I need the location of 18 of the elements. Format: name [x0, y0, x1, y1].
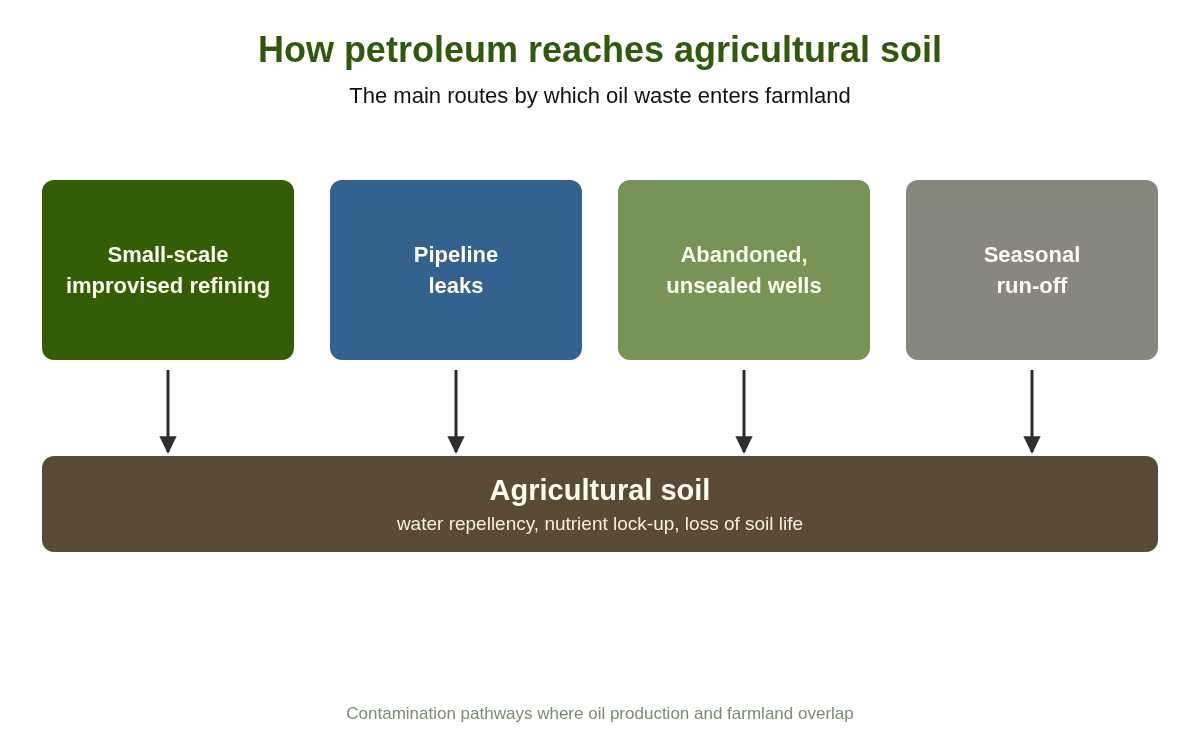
diagram-title: How petroleum reaches agricultural soil	[257, 28, 943, 72]
result-box	[42, 456, 1158, 552]
box-label: Pipeline leaks	[412, 241, 500, 300]
arrow	[159, 370, 177, 454]
arrow	[735, 370, 753, 454]
box-description: water repellency, nutrient lock-up, loss of soil life	[396, 512, 804, 536]
box-heading: Agricultural soil	[489, 473, 711, 508]
diagram-caption: Contamination pathways where oil production and farmland overlap	[346, 703, 854, 725]
box-label: Abandoned, unsealed wells	[665, 241, 823, 300]
process-box	[906, 180, 1158, 360]
box-label: Seasonal run-off	[982, 241, 1082, 300]
arrow	[447, 370, 465, 454]
arrow	[1023, 370, 1041, 454]
box-label: Small-scale improvised refining	[64, 241, 272, 300]
process-box	[330, 180, 582, 360]
process-box	[42, 180, 294, 360]
diagram-subtitle: The main routes by which oil waste enters farmland	[349, 82, 851, 110]
process-box	[618, 180, 870, 360]
